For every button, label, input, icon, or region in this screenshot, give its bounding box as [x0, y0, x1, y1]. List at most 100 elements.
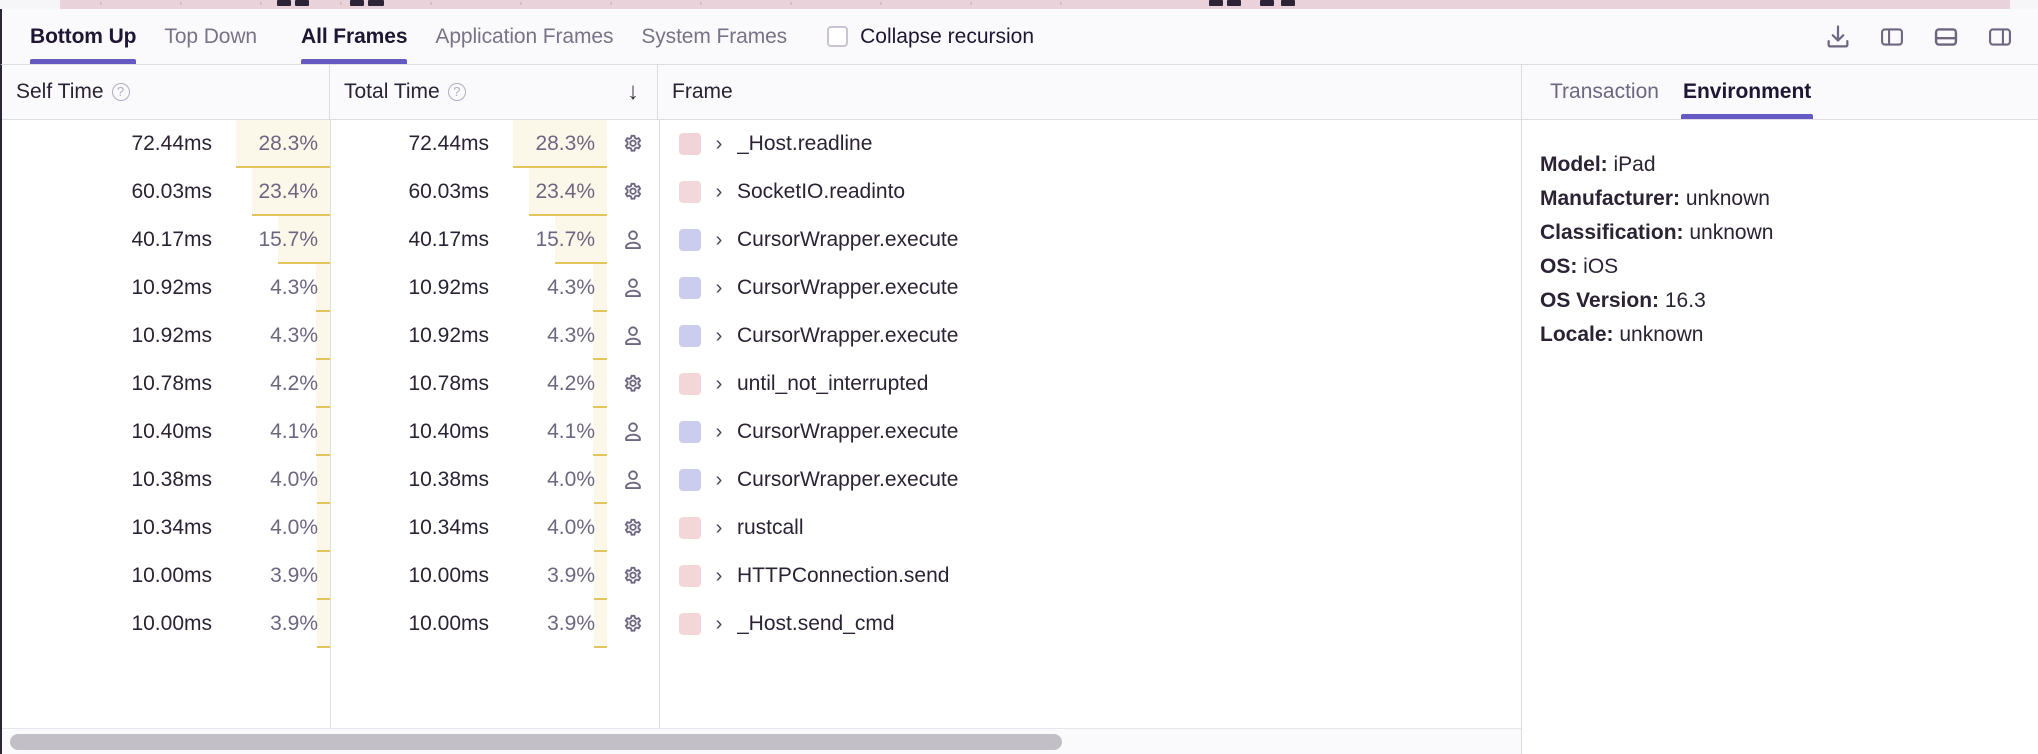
table-row[interactable]: 10.00ms3.9%10.00ms3.9%›_Host.send_cmd: [2, 600, 1521, 648]
tab-application-frames[interactable]: Application Frames: [421, 9, 627, 64]
panel-right-layout-icon[interactable]: [1982, 19, 2018, 55]
chevron-right-icon[interactable]: ›: [701, 134, 737, 154]
percent-bar: [594, 600, 607, 648]
gear-icon[interactable]: [607, 552, 659, 600]
person-icon[interactable]: [607, 408, 659, 456]
minimap-frame-mark: [295, 0, 309, 6]
frame-name: _Host.send_cmd: [737, 612, 895, 636]
chevron-right-icon[interactable]: ›: [701, 422, 737, 442]
table-row[interactable]: 60.03ms23.4%60.03ms23.4%›SocketIO.readin…: [2, 168, 1521, 216]
tab-system-frames[interactable]: System Frames: [627, 9, 801, 64]
total-time-percent: 3.9%: [503, 600, 607, 648]
panel-bottom-layout-icon[interactable]: [1928, 19, 1964, 55]
percent-bar: [316, 360, 330, 408]
table-row[interactable]: 72.44ms28.3%72.44ms28.3%›_Host.readline: [2, 120, 1521, 168]
self-time-percent: 28.3%: [226, 120, 330, 168]
help-icon[interactable]: ?: [112, 83, 130, 101]
total-time-value: 60.03ms: [330, 168, 503, 216]
column-header-total-time[interactable]: Total Time ? ↓: [330, 65, 658, 119]
table-row[interactable]: 10.38ms4.0%10.38ms4.0%›CursorWrapper.exe…: [2, 456, 1521, 504]
collapse-recursion-checkbox[interactable]: [827, 26, 848, 47]
total-time-value: 72.44ms: [330, 120, 503, 168]
table-row[interactable]: 10.92ms4.3%10.92ms4.3%›CursorWrapper.exe…: [2, 264, 1521, 312]
gear-icon[interactable]: [607, 600, 659, 648]
self-time-value: 10.92ms: [2, 312, 226, 360]
column-header-self-time[interactable]: Self Time ?: [2, 65, 330, 119]
tab-system-frames-label: System Frames: [641, 25, 787, 49]
self-time-percent: 23.4%: [226, 168, 330, 216]
column-header-self-time-label: Self Time: [16, 80, 104, 104]
self-time-percent: 4.3%: [226, 312, 330, 360]
table-row[interactable]: 10.00ms3.9%10.00ms3.9%›HTTPConnection.se…: [2, 552, 1521, 600]
table-row[interactable]: 10.40ms4.1%10.40ms4.1%›CursorWrapper.exe…: [2, 408, 1521, 456]
total-time-percent: 3.9%: [503, 552, 607, 600]
total-time-percent: 4.0%: [503, 504, 607, 552]
tab-all-frames[interactable]: All Frames: [287, 9, 421, 64]
self-time-value: 10.40ms: [2, 408, 226, 456]
frames-table-body[interactable]: 72.44ms28.3%72.44ms28.3%›_Host.readline6…: [2, 120, 1521, 728]
chevron-right-icon[interactable]: ›: [701, 278, 737, 298]
person-icon[interactable]: [607, 312, 659, 360]
table-row[interactable]: 10.34ms4.0%10.34ms4.0%›rustcall: [2, 504, 1521, 552]
table-row[interactable]: 10.78ms4.2%10.78ms4.2%›until_not_interru…: [2, 360, 1521, 408]
gear-icon[interactable]: [607, 120, 659, 168]
environment-key: Model:: [1540, 153, 1608, 176]
minimap-frame-mark: [1227, 0, 1241, 6]
chevron-right-icon[interactable]: ›: [701, 470, 737, 490]
self-time-value: 10.92ms: [2, 264, 226, 312]
gear-icon[interactable]: [607, 360, 659, 408]
total-time-percent: 4.1%: [503, 408, 607, 456]
cell-frame: ›CursorWrapper.execute: [659, 312, 1521, 360]
toolbar-tab-groups: Bottom Up Top Down All Frames Applicatio…: [2, 9, 1050, 64]
collapse-recursion-label: Collapse recursion: [860, 25, 1034, 49]
table-row[interactable]: 40.17ms15.7%40.17ms15.7%›CursorWrapper.e…: [2, 216, 1521, 264]
cell-frame: ›rustcall: [659, 504, 1521, 552]
tab-environment[interactable]: Environment: [1671, 65, 1823, 119]
chevron-right-icon[interactable]: ›: [701, 566, 737, 586]
frame-name: _Host.readline: [737, 132, 872, 156]
percent-label: 23.4%: [258, 180, 318, 204]
horizontal-scrollbar[interactable]: [2, 728, 1521, 754]
person-icon[interactable]: [607, 216, 659, 264]
help-icon[interactable]: ?: [448, 83, 466, 101]
cell-frame: ›until_not_interrupted: [659, 360, 1521, 408]
column-header-frame[interactable]: Frame: [658, 65, 1521, 119]
person-icon[interactable]: [607, 456, 659, 504]
tab-top-down[interactable]: Top Down: [150, 9, 271, 64]
scrollbar-track[interactable]: [10, 734, 1513, 750]
environment-value: iOS: [1577, 255, 1618, 278]
tab-environment-label: Environment: [1683, 80, 1811, 104]
total-time-value: 10.00ms: [330, 552, 503, 600]
gear-icon[interactable]: [607, 504, 659, 552]
detail-panel-footer: [1522, 728, 2038, 754]
cell-total-time: 10.40ms4.1%: [330, 408, 659, 456]
table-row[interactable]: 10.92ms4.3%10.92ms4.3%›CursorWrapper.exe…: [2, 312, 1521, 360]
chevron-right-icon[interactable]: ›: [701, 326, 737, 346]
chevron-right-icon[interactable]: ›: [701, 374, 737, 394]
chevron-right-icon[interactable]: ›: [701, 614, 737, 634]
percent-label: 15.7%: [258, 228, 318, 252]
collapse-recursion-toggle[interactable]: Collapse recursion: [801, 9, 1050, 64]
chevron-right-icon[interactable]: ›: [701, 518, 737, 538]
percent-label: 4.2%: [270, 372, 318, 396]
panel-left-layout-icon[interactable]: [1874, 19, 1910, 55]
total-time-value: 10.92ms: [330, 264, 503, 312]
person-icon[interactable]: [607, 264, 659, 312]
cell-total-time: 10.38ms4.0%: [330, 456, 659, 504]
environment-row: Model: iPad: [1540, 148, 2038, 182]
tab-bottom-up[interactable]: Bottom Up: [16, 9, 150, 64]
download-icon[interactable]: [1820, 19, 1856, 55]
cell-frame: ›CursorWrapper.execute: [659, 456, 1521, 504]
gear-icon[interactable]: [607, 168, 659, 216]
tab-transaction[interactable]: Transaction: [1538, 65, 1671, 119]
frame-name: SocketIO.readinto: [737, 180, 905, 204]
tab-transaction-label: Transaction: [1550, 80, 1659, 104]
cell-self-time: 10.78ms4.2%: [2, 360, 330, 408]
scrollbar-thumb[interactable]: [10, 734, 1062, 750]
percent-bar: [594, 552, 607, 600]
tab-top-down-label: Top Down: [164, 25, 257, 49]
flamegraph-minimap-clipped[interactable]: [0, 0, 2038, 9]
chevron-right-icon[interactable]: ›: [701, 230, 737, 250]
chevron-right-icon[interactable]: ›: [701, 182, 737, 202]
cell-self-time: 10.00ms3.9%: [2, 600, 330, 648]
